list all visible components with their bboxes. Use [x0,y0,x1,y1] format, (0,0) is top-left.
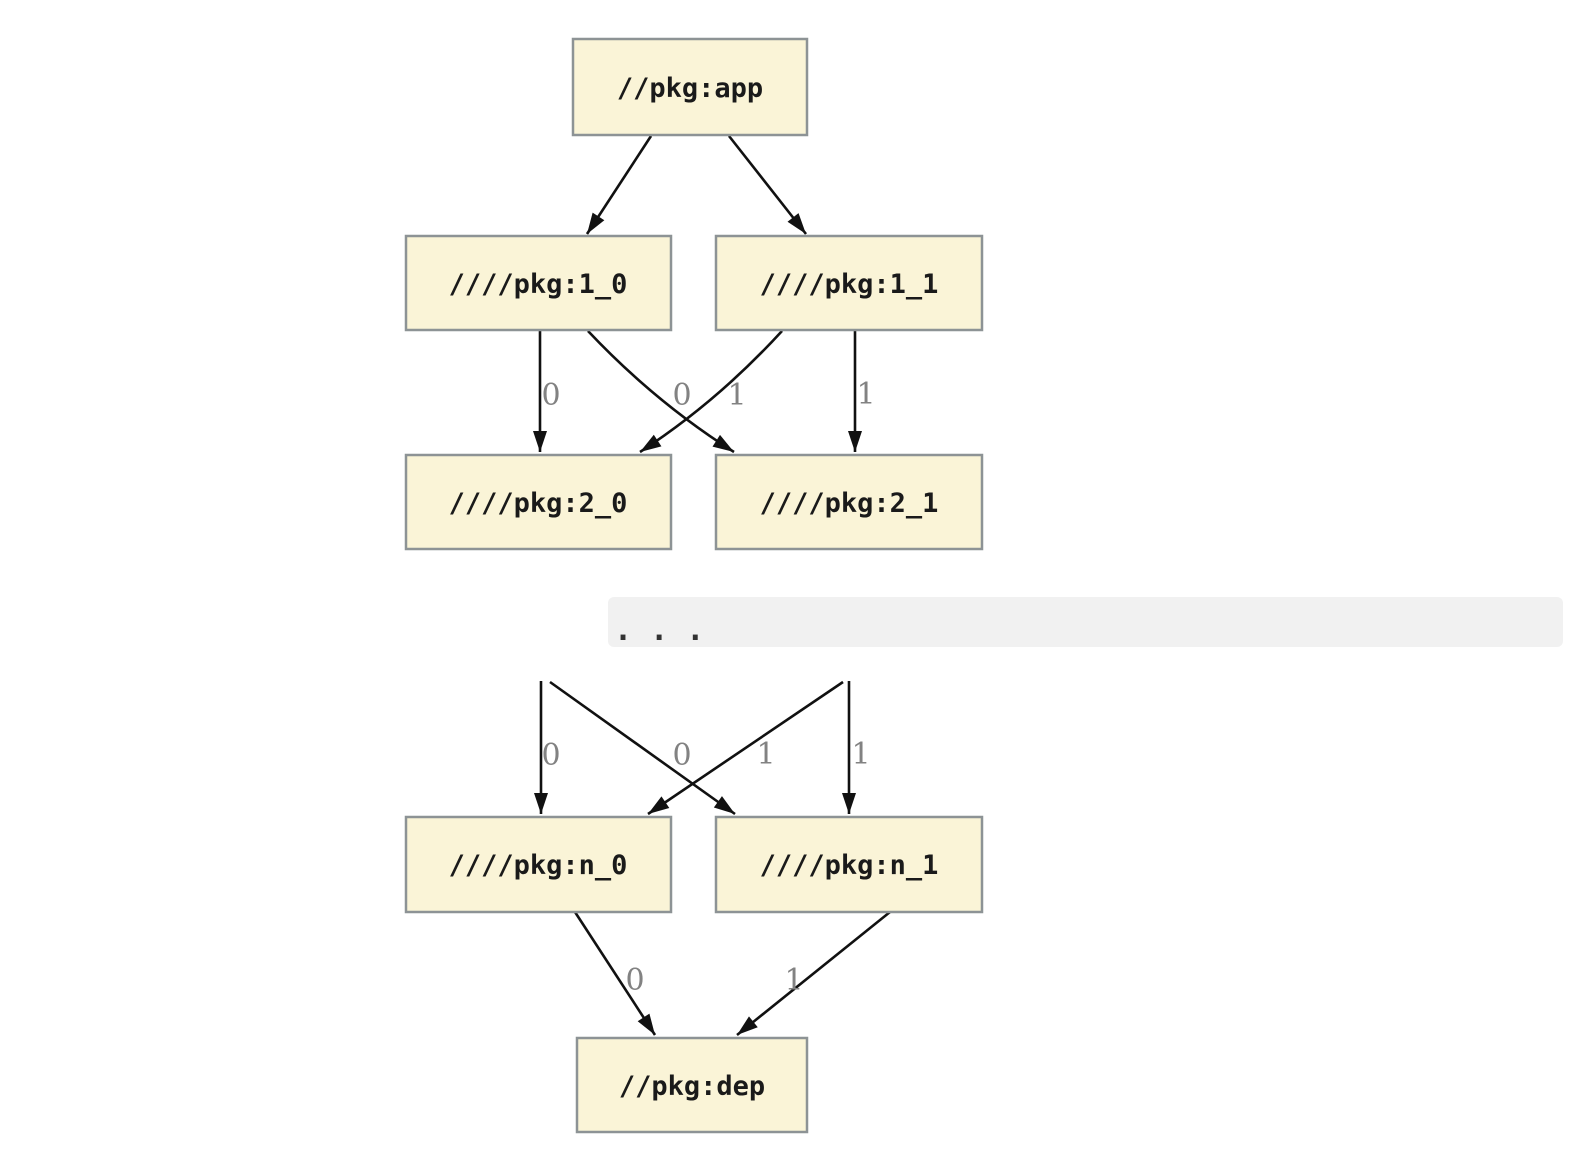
node-app-box [571,37,809,137]
edge-ellipsis-to-pkg-n-1-cross [549,680,736,816]
edge-pkg-n-0-to-dep [573,911,657,1036]
node-pkg-2-0-box [404,453,673,551]
node-app-label: //pkg:app [617,73,763,104]
node-pkg-2-0-label: ////pkg:2_0 [449,488,628,519]
edge-label-n-1-to-dep: 1 [784,963,803,998]
edge-label-n-0-to-dep: 0 [625,963,644,998]
node-app: //pkg:app [571,37,809,137]
edge-layer [533,135,891,1037]
node-pkg-2-1-box [714,453,984,551]
node-dep-box [575,1036,809,1134]
node-dep: //pkg:dep [575,1036,809,1134]
ellipsis-dots: . . . [614,613,704,648]
edge-label-ellipsis-to-n-0-straight: 0 [541,738,560,773]
node-dep-label: //pkg:dep [619,1071,765,1102]
edge-ellipsis-to-pkg-n-0-cross [647,680,844,816]
node-pkg-1-1-box [714,234,984,332]
ellipsis-band-rect [608,597,1563,647]
edge-pkg-1-0-to-pkg-2-1 [587,330,735,454]
node-layer: //pkg:app ////pkg:1_0 ////pkg:1_1 ////pk… [404,37,984,1134]
node-pkg-n-0-box [404,815,673,914]
node-pkg-n-0: ////pkg:n_0 [404,815,673,914]
edge-app-to-pkg-1-1 [727,135,808,235]
node-pkg-n-0-label: ////pkg:n_0 [449,850,628,881]
node-pkg-1-0-label: ////pkg:1_0 [449,269,628,300]
node-pkg-2-1-label: ////pkg:2_1 [760,488,939,519]
node-pkg-1-0: ////pkg:1_0 [404,234,673,332]
node-pkg-1-1-label: ////pkg:1_1 [760,269,939,300]
node-pkg-n-1-label: ////pkg:n_1 [760,850,939,881]
node-pkg-n-1: ////pkg:n_1 [714,815,984,914]
node-pkg-2-0: ////pkg:2_0 [404,453,673,551]
edge-pkg-n-1-to-dep [736,910,891,1037]
node-pkg-1-0-box [404,234,673,332]
edge-label-ellipsis-to-n-0-cross: 0 [672,738,691,773]
edge-label-1-0-to-2-0: 0 [541,378,560,413]
edge-label-1-1-to-2-0: 0 [672,378,691,413]
edge-app-to-pkg-1-0 [585,135,653,235]
edge-pkg-1-1-to-pkg-2-0 [639,330,783,454]
node-pkg-n-1-box [714,815,984,914]
edge-label-1-1-to-2-1: 1 [856,377,875,412]
node-pkg-2-1: ////pkg:2_1 [714,453,984,551]
ellipsis-band: . . . [608,597,1563,648]
edge-label-1-0-to-2-1: 1 [727,378,746,413]
node-pkg-1-1: ////pkg:1_1 [714,234,984,332]
edge-label-ellipsis-to-n-1-cross: 1 [756,737,775,772]
edge-label-layer: 0 1 0 1 0 1 0 1 0 1 [541,377,875,998]
edge-label-ellipsis-to-n-1-straight: 1 [851,737,870,772]
